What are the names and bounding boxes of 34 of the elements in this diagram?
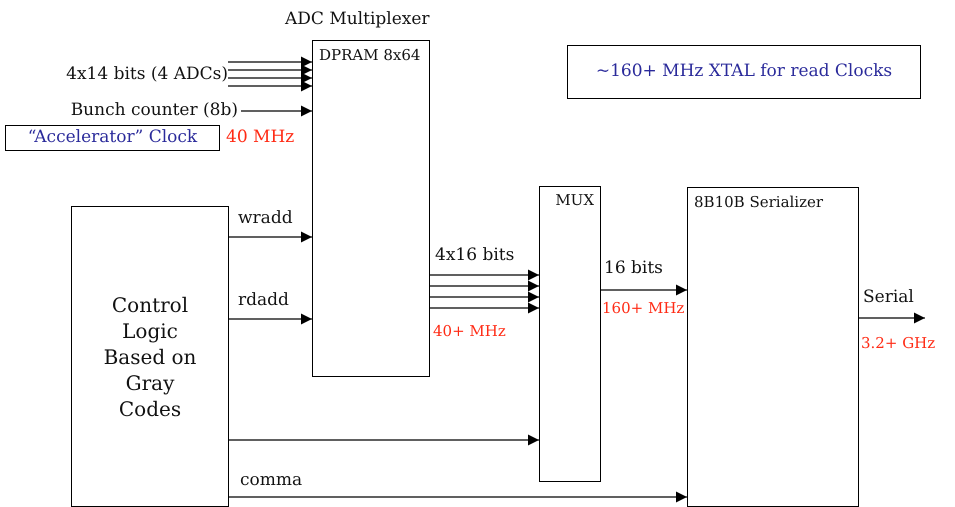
block-box: [687, 187, 859, 507]
block-title: MUX: [555, 190, 594, 211]
frequency-label: 3.2+ GHz: [861, 333, 936, 354]
diagram-title: ADC Multiplexer: [285, 8, 430, 31]
frequency-label: 40 MHz: [226, 126, 294, 149]
arrow: [859, 312, 925, 324]
arrow: [430, 270, 539, 280]
arrow: [430, 280, 539, 292]
signal-label: 4x14 bits (4 ADCs): [66, 63, 228, 86]
arrow: [430, 302, 539, 314]
arrow: [601, 284, 687, 296]
frequency-label: 40+ MHz: [433, 321, 506, 342]
arrow: [229, 492, 687, 502]
block-title: “Accelerator” Clock: [28, 126, 198, 150]
block-title: Control Logic Based on Gray Codes: [102, 292, 198, 422]
block-title: 8B10B Serializer: [694, 193, 824, 211]
arrow: [229, 434, 539, 446]
block-box: [312, 40, 430, 377]
mux-box: [539, 186, 601, 482]
arrow: [228, 72, 312, 84]
arrow: [241, 106, 312, 116]
arrow: [229, 232, 312, 242]
control-logic-box: [71, 206, 229, 507]
note-box: [5, 125, 220, 151]
frequency-label: 160+ MHz: [602, 298, 684, 319]
arrow: [228, 80, 312, 92]
arrow: [228, 56, 312, 68]
arrow: [229, 314, 312, 324]
arrow: [430, 292, 539, 302]
block-title: DPRAM 8x64: [319, 46, 420, 64]
block-title: ~160+ MHz XTAL for read Clocks: [596, 60, 892, 84]
signal-label: Bunch counter (8b): [70, 99, 238, 122]
note-box: [567, 45, 921, 99]
arrow: [228, 64, 312, 76]
